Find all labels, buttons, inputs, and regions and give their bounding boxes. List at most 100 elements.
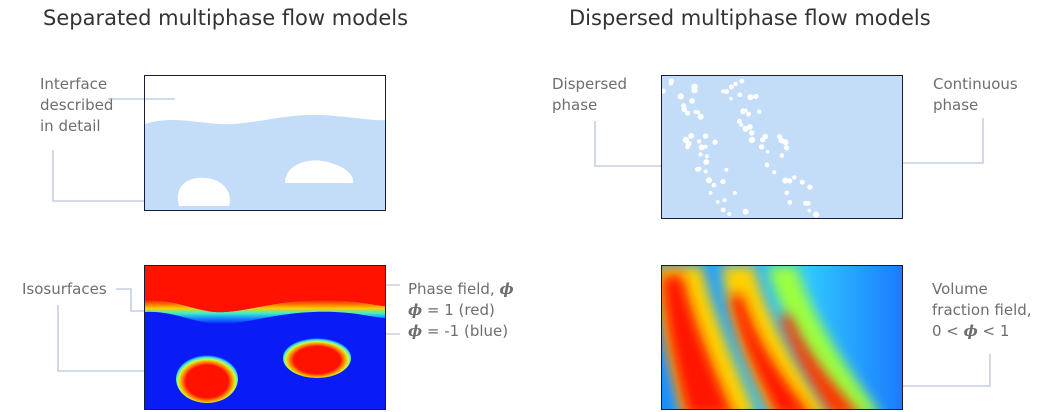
dispersed-phase-label: Dispersed phase <box>552 74 627 116</box>
phase-field-label: Phase field, ϕ ϕ = 1 (red) ϕ = -1 (blue) <box>408 279 514 342</box>
phase-field-blue-text: = -1 (blue) <box>426 322 509 340</box>
dispersed-particle <box>744 108 748 113</box>
vf-plume-2-outer <box>722 266 826 409</box>
dispersed-particle <box>728 84 734 90</box>
bubble-small <box>177 177 230 206</box>
interface-label-line1: Interface <box>40 75 108 93</box>
dispersed-particle <box>705 177 712 184</box>
dispersed-particle <box>736 118 742 124</box>
dispersed-particle <box>727 211 732 217</box>
continuous-label-line2: phase <box>933 96 979 114</box>
dispersed-particle <box>807 184 813 190</box>
dispersed-particle <box>698 144 705 151</box>
dispersed-particle <box>703 169 708 174</box>
dispersed-particle <box>753 93 759 100</box>
dispersed-particle <box>758 144 765 150</box>
phase-field-line3: ϕ = -1 (blue) <box>408 321 514 342</box>
dispersed-particle <box>783 145 790 151</box>
dispersed-particle <box>708 191 713 195</box>
vf-plume-3-outer <box>767 266 877 409</box>
dispersed-particle <box>703 144 708 149</box>
phi-symbol: ϕ <box>408 322 423 340</box>
field-blob-right <box>283 338 351 378</box>
dispersed-particle <box>805 201 811 206</box>
phase-field-red-text: = 1 (red) <box>426 301 495 319</box>
dispersed-particle <box>685 144 690 149</box>
volume-label-line2: fraction field, <box>932 301 1032 319</box>
phi-symbol: ϕ <box>499 280 514 298</box>
dispersed-particle <box>696 139 702 144</box>
dispersed-particle <box>689 98 695 104</box>
interface-label: Interface described in detail <box>40 74 113 137</box>
continuous-label-line1: Continuous <box>933 75 1018 93</box>
dispersed-label-line2: phase <box>552 96 598 114</box>
dispersed-particle <box>668 78 674 84</box>
dispersed-particle <box>722 198 727 203</box>
dispersed-particle <box>739 123 744 127</box>
field-interface-band <box>145 299 385 325</box>
phase-field-line2: ϕ = 1 (red) <box>408 300 514 321</box>
dispersed-particle <box>742 125 749 132</box>
volume-label-line3: 0 < ϕ < 1 <box>932 321 1032 342</box>
dispersed-particle <box>696 110 700 115</box>
field-red-region <box>145 266 385 313</box>
dispersed-particle <box>721 89 726 94</box>
dispersed-label-line1: Dispersed <box>552 75 628 93</box>
volume-fraction-label: Volume fraction field, 0 < ϕ < 1 <box>932 279 1032 342</box>
dispersed-particle <box>739 78 745 84</box>
volume-label-line1: Volume <box>932 280 988 298</box>
dispersed-particle <box>702 133 709 139</box>
dispersed-particle <box>724 89 730 95</box>
dispersed-particle <box>782 177 789 184</box>
dispersed-particle <box>815 212 819 217</box>
dispersed-particle <box>732 191 737 195</box>
dispersed-particles <box>662 78 820 218</box>
interface-label-line2: described <box>40 96 114 114</box>
dispersed-particle <box>784 190 790 196</box>
left-panel-title: Separated multiphase flow models <box>43 6 409 30</box>
vf-plume-2-core <box>730 294 807 409</box>
volume-range-start: 0 < <box>932 322 964 340</box>
dispersed-particle <box>772 170 777 175</box>
dispersed-particle <box>742 208 749 215</box>
phase-field-diagram <box>144 265 386 410</box>
dispersed-particle <box>703 159 710 165</box>
bubble-large <box>285 160 354 183</box>
field-blob-left <box>176 355 238 403</box>
dispersed-particle <box>746 111 751 117</box>
dispersed-particle <box>704 154 709 159</box>
dispersed-particle <box>737 92 743 98</box>
vf-plume-1-core <box>662 274 731 409</box>
dispersed-particle <box>779 153 785 158</box>
dispersed-particle <box>720 207 726 213</box>
phase-field-line1: Phase field, ϕ <box>408 279 514 300</box>
volume-fraction-leader-line <box>900 354 991 387</box>
dispersed-phase-diagram <box>661 75 903 219</box>
phase-field-text: Phase field, <box>408 280 500 298</box>
volume-range-end: < 1 <box>977 322 1010 340</box>
dispersed-particle <box>697 113 704 120</box>
dispersed-particle <box>757 109 762 114</box>
phi-symbol: ϕ <box>408 301 423 319</box>
dispersed-particle <box>688 133 695 139</box>
dispersed-particle <box>693 88 698 93</box>
dispersed-particle <box>662 88 666 94</box>
dispersed-particle <box>787 200 793 205</box>
dispersed-particle <box>691 83 698 90</box>
continuous-phase-label: Continuous phase <box>933 74 1018 116</box>
dispersed-particle <box>733 81 738 87</box>
dispersed-particle <box>729 96 733 101</box>
dispersed-particle <box>777 134 783 140</box>
right-panel-title: Dispersed multiphase flow models <box>569 6 931 30</box>
vf-plume-3-core <box>780 314 856 409</box>
dispersed-particle <box>762 133 768 140</box>
dispersed-particle <box>724 167 729 172</box>
dispersed-particle <box>792 175 797 180</box>
dispersed-particle <box>747 124 753 130</box>
dispersed-particle <box>698 152 703 157</box>
dispersed-particle <box>720 179 726 185</box>
dispersed-particle <box>715 200 720 204</box>
dispersed-particle <box>764 162 770 168</box>
dispersed-particle <box>787 178 793 184</box>
dispersed-particle <box>685 110 691 116</box>
